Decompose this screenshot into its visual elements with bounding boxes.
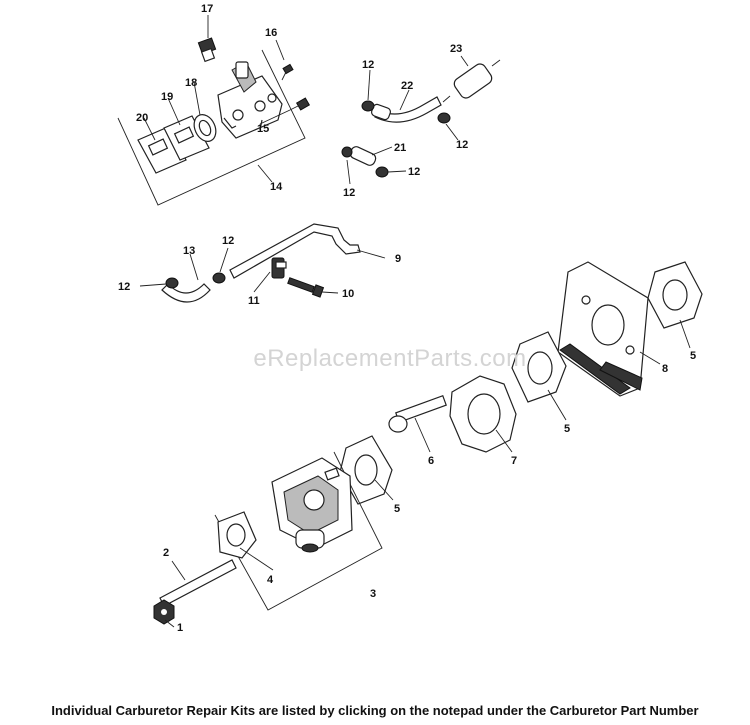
callout-22: 22: [401, 80, 413, 92]
callout-16: 16: [265, 27, 277, 39]
callout-12-d: 12: [456, 139, 468, 151]
callout-1: 1: [177, 622, 183, 634]
part-1-nut: [153, 599, 175, 625]
part-6-bolt: [388, 394, 447, 433]
part-5-gasket-b: [511, 331, 567, 403]
part-15-screw: [289, 97, 311, 111]
callout-5-right: 5: [690, 350, 696, 362]
part-7-carburetor-spacer: [449, 375, 517, 453]
callout-3: 3: [370, 588, 376, 600]
callout-labels: 1 2 3 4 5 5 5 5 6 7 8 9 10 11 12 12 12 1…: [118, 3, 696, 634]
callout-11: 11: [248, 295, 260, 307]
callout-2: 2: [163, 547, 169, 559]
fuel-filter-hose-group: [341, 59, 501, 178]
callout-9: 9: [395, 253, 401, 265]
part-17-elbow-fitting: [197, 37, 217, 63]
part-18-diaphragm: [193, 114, 217, 142]
part-16-screw: [281, 63, 294, 81]
part-21-fuel-hose: [349, 146, 377, 166]
part-5-gasket-a: [647, 261, 703, 329]
watermark-text: eReplacementParts.com: [253, 345, 527, 372]
part-23-fuel-filter: [442, 59, 501, 103]
callout-12-a: 12: [118, 281, 130, 293]
part-4-gasket: [217, 511, 257, 559]
part-22-fuel-hose: [371, 96, 442, 123]
part-2-stud: [159, 559, 237, 607]
part-9-fuel-line: [229, 223, 361, 279]
callout-4: 4: [267, 574, 274, 586]
callout-23: 23: [450, 43, 462, 55]
callout-10: 10: [342, 288, 354, 300]
callout-15: 15: [257, 123, 269, 135]
carburetor-body: [271, 457, 353, 553]
footer-note: Individual Carburetor Repair Kits are li…: [51, 703, 699, 718]
carburetor-group: [153, 261, 703, 625]
callout-17: 17: [201, 3, 213, 15]
callout-18: 18: [185, 77, 197, 89]
part-8-air-cleaner-base: [557, 261, 649, 397]
part-13-fuel-hose: [161, 283, 211, 303]
callout-12-f: 12: [408, 166, 420, 178]
part-10-screw: [287, 277, 325, 298]
callout-12-e: 12: [343, 187, 355, 199]
callout-8: 8: [662, 363, 668, 375]
fuel-pump-assembly: [117, 37, 311, 206]
callout-6: 6: [428, 455, 434, 467]
callout-12-b: 12: [222, 235, 234, 247]
callout-19: 19: [161, 91, 173, 103]
callout-5-mid: 5: [564, 423, 570, 435]
callout-5-lower: 5: [394, 503, 400, 515]
part-11-line-clip: [271, 257, 287, 279]
exploded-parts-diagram: 1 2 3 4 5 5 5 5 6 7 8 9 10 11 12 12 12 1…: [117, 3, 703, 634]
fuel-line-group: [161, 223, 361, 303]
callout-20: 20: [136, 112, 148, 124]
callout-7: 7: [511, 455, 517, 467]
callout-12-c: 12: [362, 59, 374, 71]
fuel-pump-body: [217, 61, 283, 139]
hose-clamps-upper: [341, 100, 451, 178]
callout-13: 13: [183, 245, 195, 257]
leader-lines: [139, 15, 691, 628]
callout-14: 14: [270, 181, 283, 193]
callout-21: 21: [394, 142, 406, 154]
